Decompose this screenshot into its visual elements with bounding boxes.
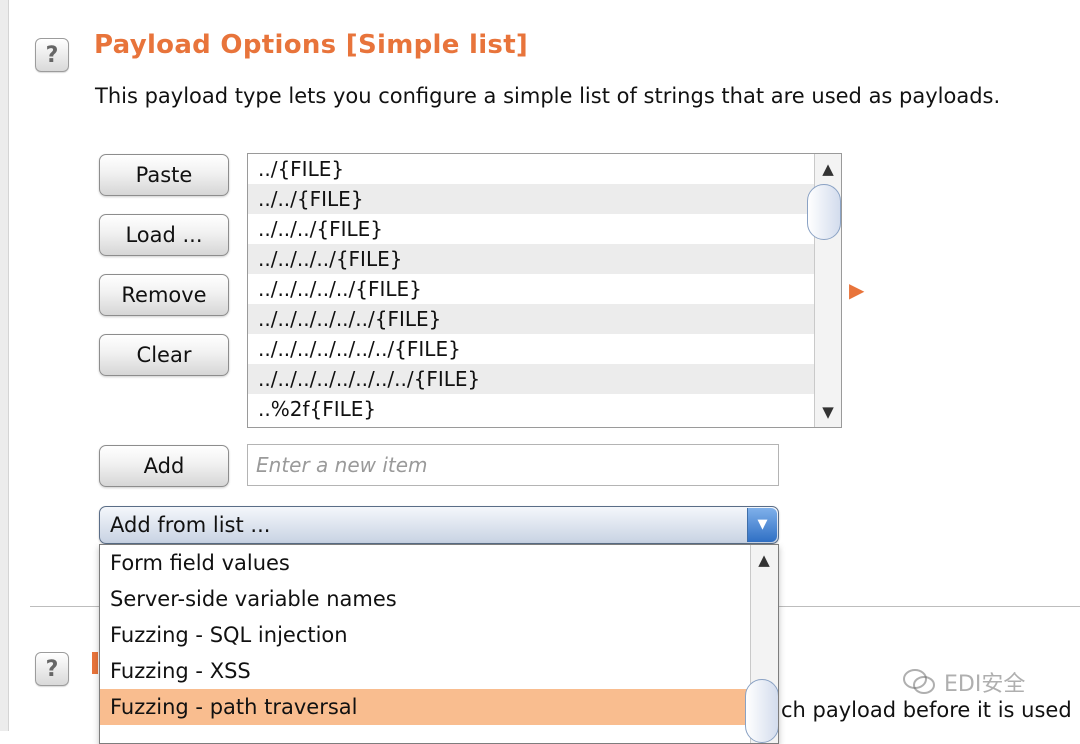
help-button[interactable]: ?: [35, 652, 69, 686]
payload-item[interactable]: ../../../../{FILE}: [248, 244, 814, 274]
wechat-icon: [903, 669, 935, 694]
remove-button[interactable]: Remove: [99, 274, 229, 316]
watermark: EDI安全: [902, 666, 1025, 698]
section-divider: [779, 606, 1080, 607]
payload-list-scrollbar[interactable]: ▲ ▼: [807, 154, 841, 427]
menu-item-form-field-values[interactable]: Form field values: [110, 551, 290, 575]
left-panel-edge: [0, 0, 9, 731]
scroll-up-icon[interactable]: ▲: [822, 160, 834, 178]
scroll-thumb[interactable]: [807, 184, 841, 240]
clear-button[interactable]: Clear: [99, 334, 229, 376]
section-description: This payload type lets you configure a s…: [95, 84, 1001, 108]
watermark-text: EDI安全: [944, 672, 1026, 697]
scroll-thumb[interactable]: [745, 679, 778, 743]
payload-list-items: ../{FILE} ../../{FILE} ../../../{FILE} .…: [248, 154, 841, 424]
chevron-down-icon[interactable]: ▼: [747, 508, 777, 542]
payload-list[interactable]: ../{FILE} ../../{FILE} ../../../{FILE} .…: [247, 153, 842, 428]
payload-item[interactable]: ../../{FILE}: [248, 184, 814, 214]
add-from-list-select[interactable]: Add from list ... ▼: [99, 506, 779, 544]
next-section-description: ch payload before it is used: [781, 698, 1072, 722]
payload-item[interactable]: ../../../{FILE}: [258, 217, 383, 241]
menu-item-fuzzing-path-traversal[interactable]: Fuzzing - path traversal: [100, 689, 750, 725]
expand-arrow-icon[interactable]: ▶: [849, 278, 865, 302]
payload-item[interactable]: ..%2f{FILE}: [258, 397, 377, 421]
payload-item[interactable]: ../../../../../{FILE}: [258, 277, 422, 301]
payload-item[interactable]: ../../../../../../{FILE}: [248, 304, 814, 334]
help-button[interactable]: ?: [35, 38, 69, 72]
add-from-list-menu[interactable]: Form field values Server-side variable n…: [99, 544, 779, 744]
add-from-list-label: Add from list ...: [110, 513, 271, 537]
payload-item[interactable]: ../../../../../../../{FILE}: [258, 337, 461, 361]
new-item-input[interactable]: [247, 444, 779, 486]
menu-scrollbar[interactable]: ▲: [745, 545, 778, 743]
question-mark-icon: ?: [45, 42, 59, 68]
next-section-title-fragment: [92, 652, 98, 674]
add-button[interactable]: Add: [99, 445, 229, 487]
section-divider: [30, 606, 100, 607]
payload-item[interactable]: ../../../../../../../../{FILE}: [248, 364, 814, 394]
menu-item-fuzzing-xss[interactable]: Fuzzing - XSS: [110, 659, 251, 683]
menu-item-server-side-variable-names[interactable]: Server-side variable names: [110, 587, 397, 611]
payload-item[interactable]: ../{FILE}: [258, 157, 345, 181]
paste-button[interactable]: Paste: [99, 154, 229, 196]
load-button[interactable]: Load ...: [99, 214, 229, 256]
question-mark-icon: ?: [45, 656, 59, 682]
scroll-down-icon[interactable]: ▼: [822, 403, 834, 421]
scroll-up-icon[interactable]: ▲: [758, 551, 770, 569]
section-title: Payload Options [Simple list]: [94, 30, 529, 60]
menu-item-fuzzing-sql-injection[interactable]: Fuzzing - SQL injection: [110, 623, 348, 647]
